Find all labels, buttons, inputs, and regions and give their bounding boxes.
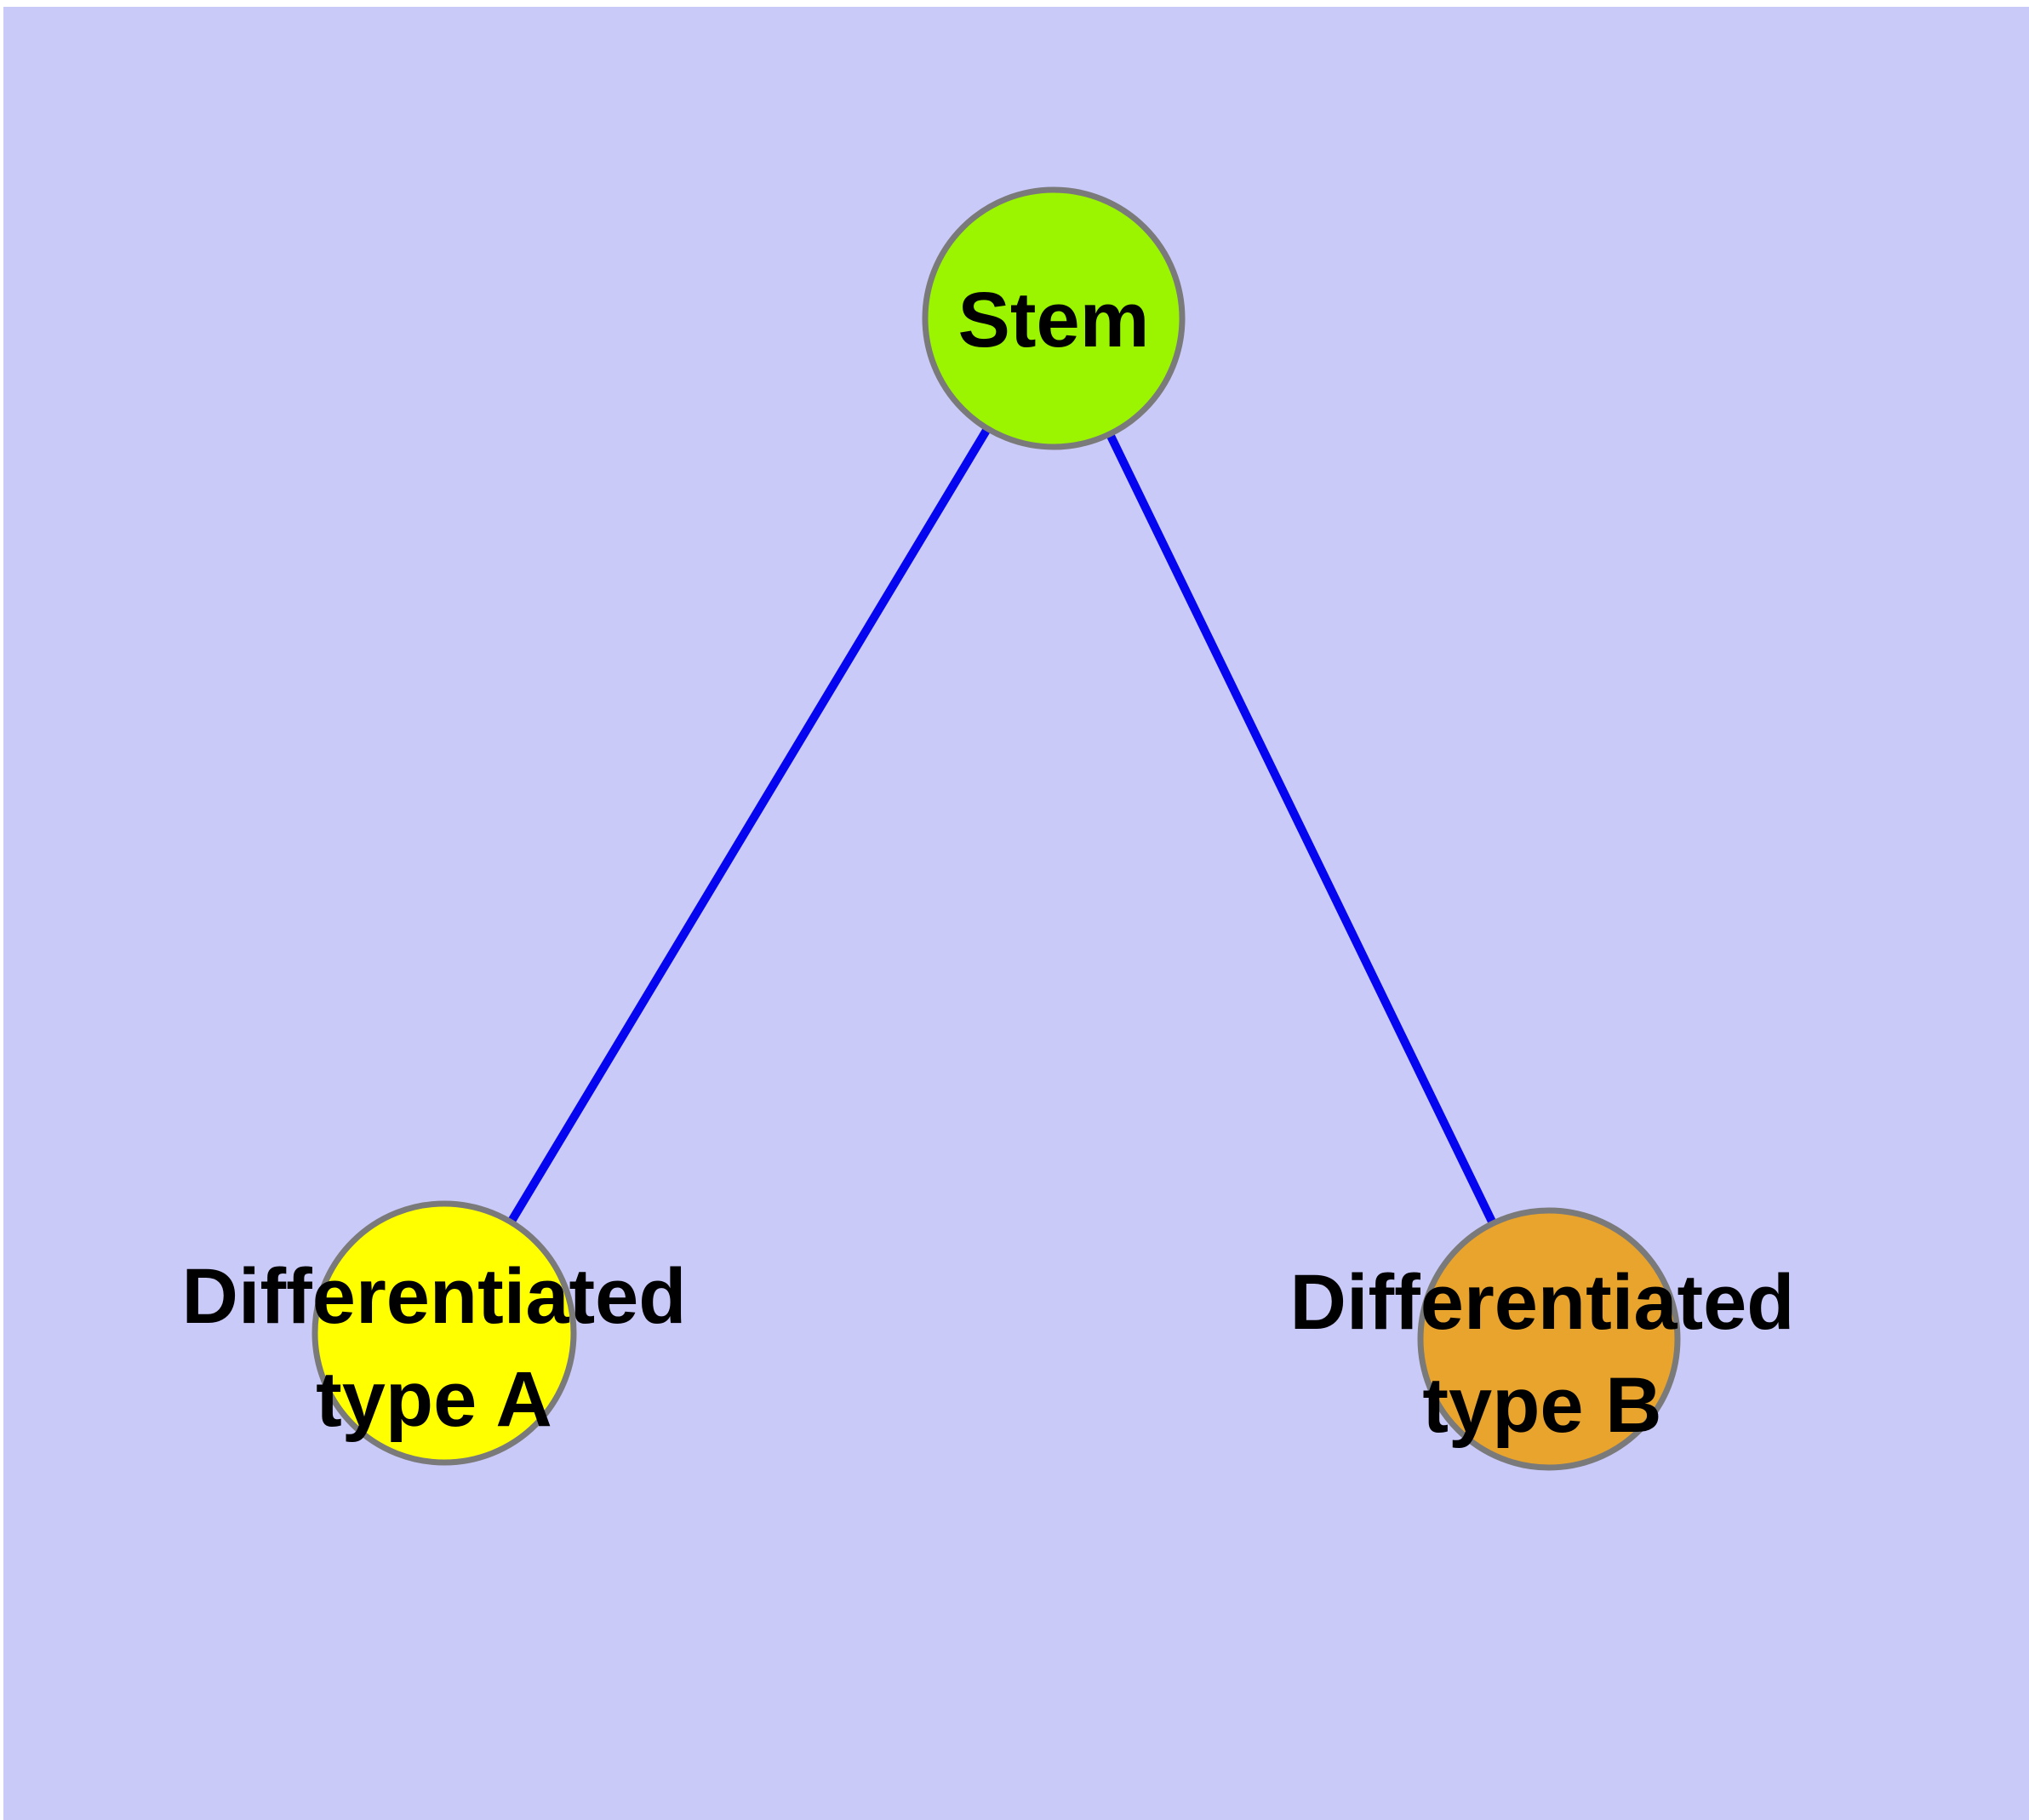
- stem-node-circle: [922, 186, 1186, 450]
- edge-stem-to-type-a: [440, 314, 1058, 1337]
- type-a-node-label-line1: Differentiated: [182, 1253, 687, 1340]
- edge-stem-to-type-b: [1049, 314, 1553, 1343]
- type-b-node-circle: [1417, 1207, 1681, 1471]
- stem-node-label: Stem: [958, 277, 1150, 363]
- type-a-node-label-line2: type A: [316, 1356, 552, 1443]
- type-b-node-label-line2: type B: [1422, 1362, 1661, 1449]
- type-b-node-label-line1: Differentiated: [1290, 1259, 1795, 1346]
- type-a-node-circle: [311, 1200, 577, 1466]
